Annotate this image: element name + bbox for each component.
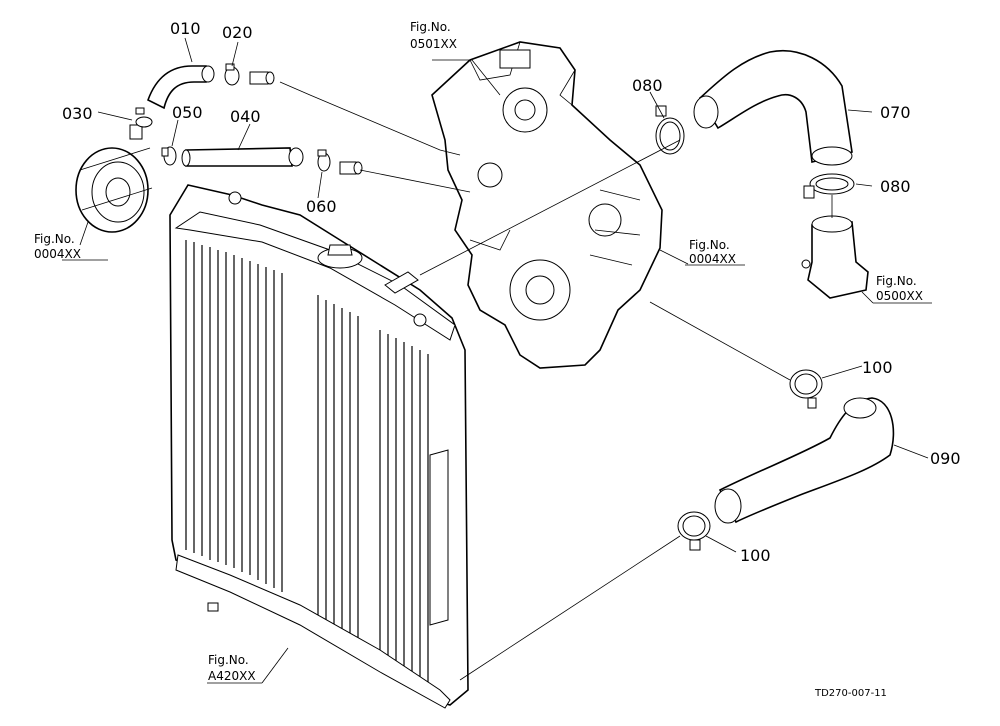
- figref-oil-cooler-code: 0004XX: [34, 247, 81, 261]
- hose-070: [693, 50, 853, 166]
- label-100-upper: 100: [862, 358, 893, 377]
- oil-cooler: [75, 124, 153, 233]
- clamp-050: [161, 146, 177, 166]
- label-080-upper: 080: [632, 76, 663, 95]
- fitting-upper: [249, 71, 275, 85]
- clamp-080-upper: [655, 105, 685, 155]
- label-080-lower: 080: [880, 177, 911, 196]
- radiator: [169, 184, 469, 709]
- figref-engine-block-code: 0004XX: [689, 252, 736, 266]
- hose-040: [181, 147, 304, 167]
- label-100-lower: 100: [740, 546, 771, 565]
- clamp-060: [317, 149, 331, 172]
- radiator-core: [185, 240, 429, 684]
- label-090: 090: [930, 449, 961, 468]
- clamp-020: [224, 63, 240, 86]
- label-030: 030: [62, 104, 93, 123]
- fitting-lower: [339, 161, 363, 175]
- clamp-080-lower: [803, 173, 855, 199]
- label-060: 060: [306, 197, 337, 216]
- clamp-100-upper: [789, 369, 823, 409]
- leader-lines: [62, 37, 932, 684]
- hose-090: [714, 397, 895, 524]
- label-020: 020: [222, 23, 253, 42]
- clamp-100-lower: [677, 511, 711, 551]
- figref-thermostat-label: Fig.No.: [876, 274, 917, 288]
- thermostat-housing: [801, 215, 869, 299]
- label-070: 070: [880, 103, 911, 122]
- figref-engine-block-label: Fig.No.: [689, 238, 730, 252]
- label-010: 010: [170, 19, 201, 38]
- drawing-id: TD270-007-11: [814, 688, 887, 699]
- figref-radiator-label: Fig.No.: [208, 653, 249, 667]
- figref-gear-case-code: 0501XX: [410, 37, 457, 51]
- figref-oil-cooler-label: Fig.No.: [34, 232, 75, 246]
- figref-thermostat-code: 0500XX: [876, 289, 923, 303]
- engine-gear-case: [431, 41, 663, 369]
- hose-010: [147, 65, 215, 110]
- figref-gear-case-label: Fig.No.: [410, 20, 451, 34]
- clamp-030: [135, 107, 153, 128]
- label-040: 040: [230, 107, 261, 126]
- figref-radiator-code: A420XX: [208, 669, 256, 683]
- label-050: 050: [172, 103, 203, 122]
